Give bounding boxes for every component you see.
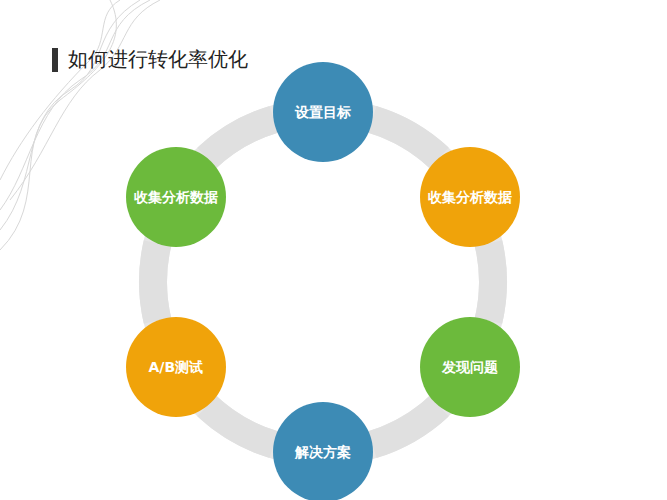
title-bar [52, 48, 58, 72]
ring-connector [207, 119, 274, 157]
step-circle: 收集分析数据 [126, 147, 226, 247]
step-label: 收集分析数据 [134, 189, 218, 206]
step-circle: A/B测试 [126, 317, 226, 417]
step-circle: 收集分析数据 [420, 147, 520, 247]
title: 如何进行转化率优化 [68, 46, 248, 73]
step-circle: 发现问题 [420, 317, 520, 417]
step-label: 解决方案 [295, 444, 351, 461]
ring-connector [372, 406, 439, 444]
step-label: 设置目标 [295, 104, 351, 121]
step-circle: 解决方案 [273, 402, 373, 500]
ring-connector [153, 244, 157, 321]
ring-connector [207, 406, 274, 444]
step-label: 发现问题 [442, 359, 498, 376]
step-label: A/B测试 [148, 359, 203, 376]
step-label: 收集分析数据 [428, 189, 512, 206]
ring-connector [489, 244, 493, 321]
step-circle: 设置目标 [273, 62, 373, 162]
ring-connector [372, 119, 439, 157]
